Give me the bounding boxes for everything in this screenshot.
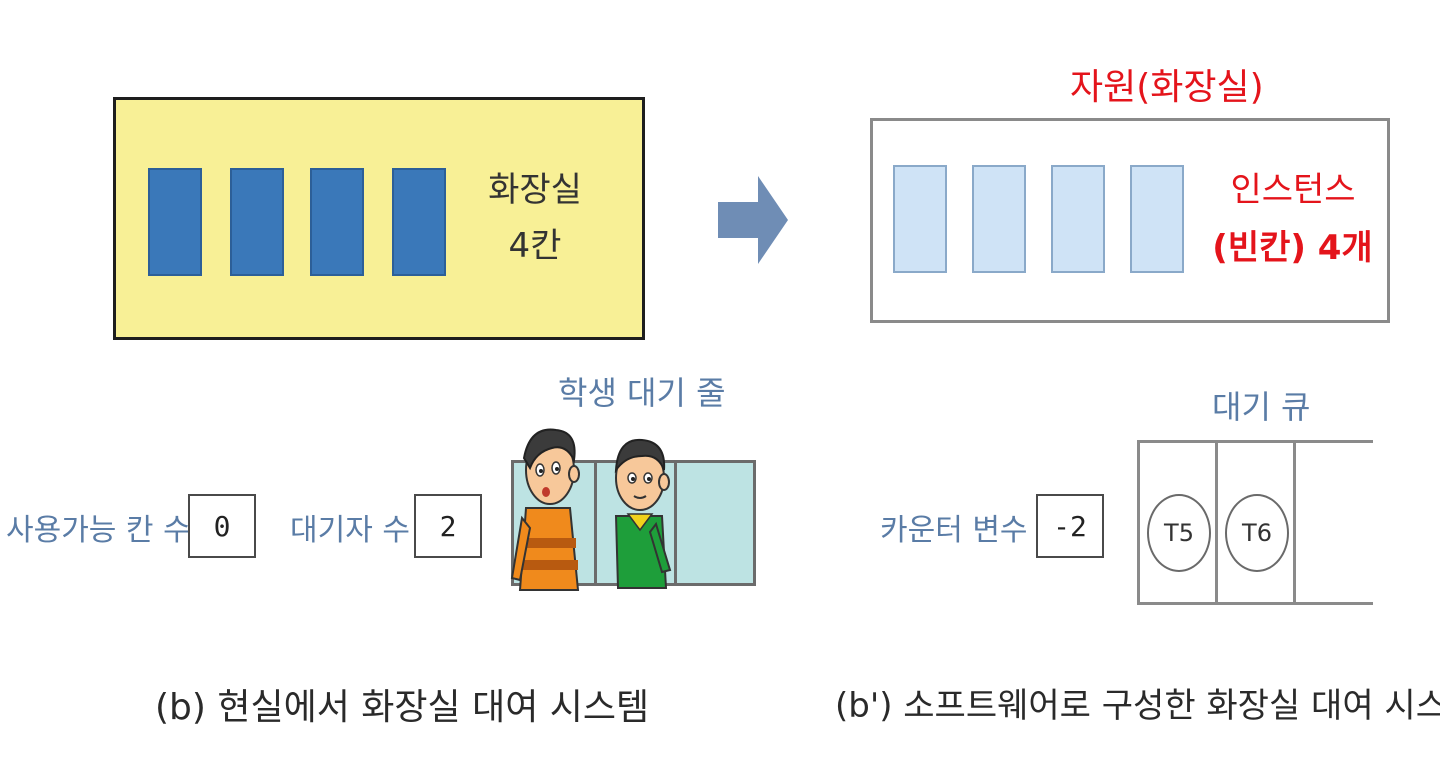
instance-slot	[972, 165, 1026, 273]
restroom-label: 화장실	[488, 170, 582, 210]
queue-top-line	[1137, 440, 1373, 443]
counter-variable-value: -2	[1036, 494, 1104, 558]
queue-title: 학생 대기 줄	[558, 374, 726, 412]
available-stalls-label: 사용가능 칸 수	[6, 513, 191, 548]
right-caption: (b') 소프트웨어로 구성한 화장실 대여 시스템	[835, 686, 1440, 726]
waiting-count-label: 대기자 수	[290, 513, 410, 548]
transform-arrow-icon	[718, 176, 788, 264]
queue-divider	[594, 463, 597, 583]
instance-slot	[1130, 165, 1184, 273]
instance-slot	[1051, 165, 1105, 273]
real-stall	[310, 168, 364, 276]
counter-variable-label: 카운터 변수	[880, 513, 1028, 548]
wait-queue-title: 대기 큐	[1212, 388, 1311, 426]
thread-label: T6	[1242, 519, 1272, 547]
wait-queue	[1137, 440, 1373, 607]
queue-divider	[1215, 440, 1218, 605]
left-caption: (b) 현실에서 화장실 대여 시스템	[155, 687, 650, 728]
instances-label-line2: (빈칸) 4개	[1212, 228, 1373, 268]
instance-slot	[893, 165, 947, 273]
resource-title: 자원(화장실)	[1070, 67, 1264, 108]
real-stall	[148, 168, 202, 276]
thread-token: T6	[1225, 494, 1289, 572]
software-resource-box	[870, 118, 1390, 323]
thread-label: T5	[1164, 519, 1194, 547]
available-stalls-value: 0	[188, 494, 256, 558]
queue-divider	[1293, 440, 1296, 605]
real-stall	[392, 168, 446, 276]
queue-divider	[674, 463, 677, 583]
restroom-count: 4칸	[508, 226, 562, 266]
waiting-count-value: 2	[414, 494, 482, 558]
waiting-student-1-icon	[510, 428, 580, 591]
queue-bottom-line	[1137, 602, 1373, 605]
thread-token: T5	[1147, 494, 1211, 572]
queue-divider	[1137, 440, 1140, 605]
waiting-student-2-icon	[614, 438, 672, 589]
instances-label-line1: 인스턴스	[1230, 170, 1356, 210]
real-stall	[230, 168, 284, 276]
